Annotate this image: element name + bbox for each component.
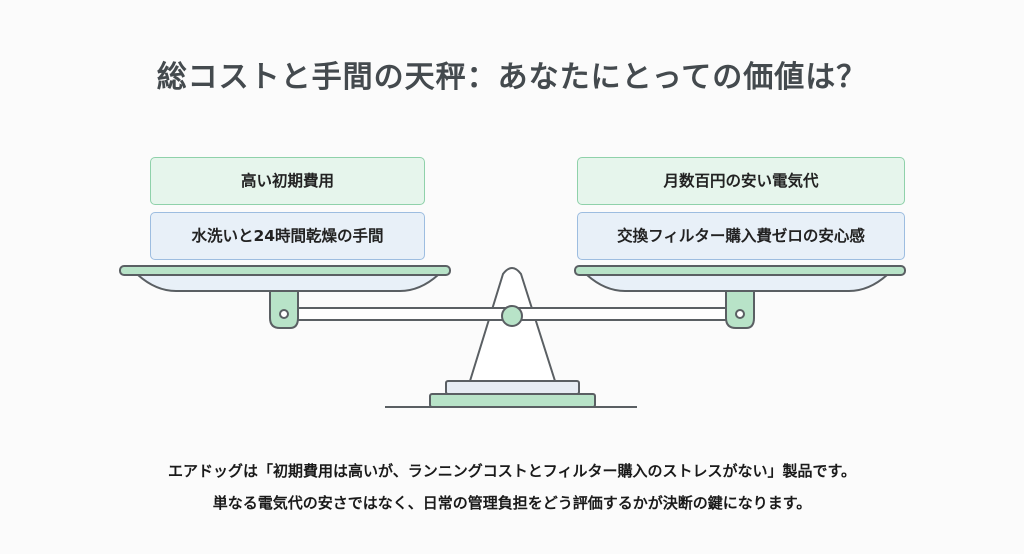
caption-line-2: 単なる電気代の安さではなく、日常の管理負担をどう評価するかが決断の鍵になります。 xyxy=(212,494,812,512)
left-hanger xyxy=(269,287,299,329)
right-pan xyxy=(574,265,906,292)
scale-pivot xyxy=(501,305,523,327)
left-pan xyxy=(119,265,451,292)
right-item-filter-free: 交換フィルター購入費ゼロの安心感 xyxy=(577,212,905,260)
caption-line-1: エアドッグは「初期費用は高いが、ランニングコストとフィルター購入のストレスがない… xyxy=(168,462,856,480)
left-item-initial-cost: 高い初期費用 xyxy=(150,157,425,205)
left-item-washing-effort: 水洗いと24時間乾燥の手間 xyxy=(150,212,425,260)
scale-base xyxy=(385,380,637,408)
right-hanger xyxy=(725,287,755,329)
right-item-electricity-cost: 月数百円の安い電気代 xyxy=(577,157,905,205)
page-title: 総コストと手間の天秤：あなたにとっての価値は？ xyxy=(156,60,868,95)
